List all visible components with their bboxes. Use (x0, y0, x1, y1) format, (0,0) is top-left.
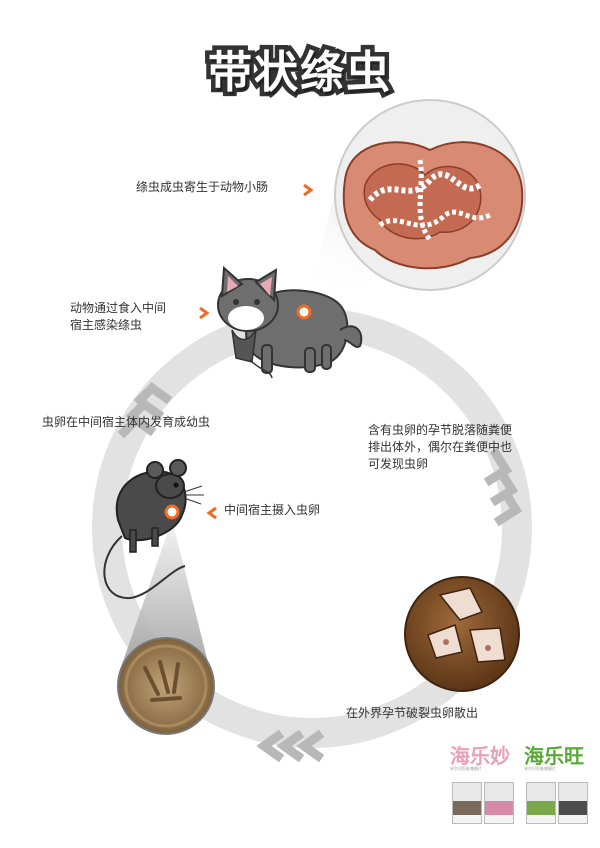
product-package (526, 782, 556, 824)
brand-tagline: 米尔贝肟吡喹酮片 (450, 766, 482, 771)
product-package (484, 782, 514, 824)
step-adult-in-intestine: 绦虫成虫寄生于动物小肠 (136, 180, 269, 194)
egg-icon (117, 637, 215, 735)
mouse-mouth-marker (164, 504, 180, 520)
product-package (558, 782, 588, 824)
step-larva-develops: 虫卵在中间宿主体内发育成幼虫 (42, 415, 211, 429)
brand-name: 海乐旺 (524, 744, 584, 768)
chevron-left-icon (206, 504, 218, 520)
step-animal-infection: 动物通过食入中间 宿主感染绦虫 (70, 301, 167, 332)
mouse-icon (103, 459, 204, 600)
segments-icon (404, 576, 520, 692)
chevron-right-icon (198, 304, 210, 320)
intestine-icon (334, 99, 526, 291)
cat-icon (217, 265, 363, 379)
page-title: 带状绦虫 (204, 43, 395, 103)
product-package (452, 782, 482, 824)
mouse-cone (120, 520, 210, 670)
chevron-right-icon (302, 181, 314, 197)
cat-intestine-marker (296, 304, 312, 320)
step-segments-rupture: 在外界孕节破裂虫卵散出 (346, 706, 479, 720)
brand-name: 海乐妙 (450, 744, 510, 768)
step-segments-shed: 含有虫卵的孕节脱落随粪便 排出体外，偶尔在粪便中也 可发现虫卵 (368, 423, 513, 471)
brand-tagline: 米尔贝肟吡喹酮片 (524, 766, 556, 771)
step-host-ingests-eggs: 中间宿主摄入虫卵 (224, 503, 321, 517)
